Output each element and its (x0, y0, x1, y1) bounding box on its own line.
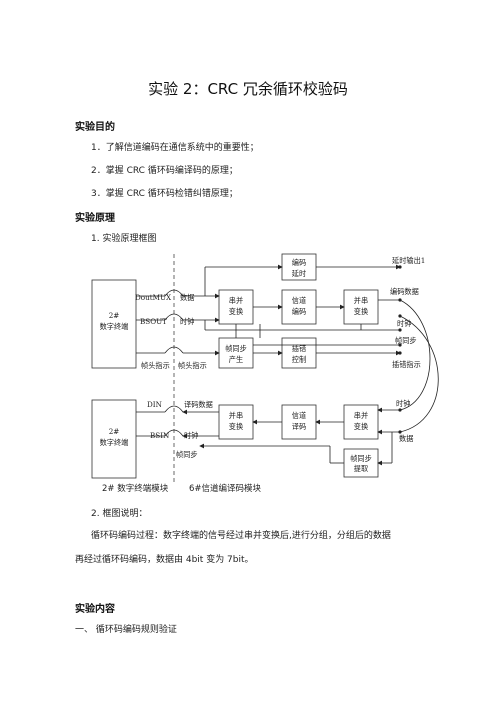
fsync-label-1: 帧同步 (225, 344, 247, 353)
label-dec-data: 译码数据 (184, 400, 213, 409)
ps-label-2: 变换 (354, 307, 368, 316)
err-label-2: 控制 (292, 355, 306, 364)
label-dec-fsync: 帧同步 (176, 450, 198, 459)
label-data: 数据 (180, 293, 194, 302)
terminal-top-line2: 数字终端 (100, 322, 129, 331)
content-heading: 实验内容 (75, 604, 115, 615)
delay-label-1: 编码 (292, 258, 306, 267)
dec-label-2: 译码 (292, 422, 306, 431)
purpose-item-3: 3．掌握 CRC 循环码检错纠错原理； (91, 189, 238, 199)
label-bsout: BSOUT (140, 317, 167, 326)
fsync-label-2: 产生 (229, 355, 243, 364)
out-code: 编码数据 (390, 287, 419, 296)
ps-label-1: 并串 (354, 296, 368, 305)
terminal-bottom-line2: 数字终端 (100, 438, 129, 447)
sp2-label-1: 串并 (354, 411, 368, 420)
sp-label-1: 串并 (229, 296, 243, 305)
label-frame-hdr: 帧头指示 (141, 361, 170, 370)
err-label-1: 插错 (292, 344, 306, 353)
page-title: 实验 2：CRC 冗余循环校验码 (148, 80, 348, 98)
out-err: 插错指示 (392, 360, 421, 369)
label-frame-hdr-2: 帧头指示 (178, 361, 207, 370)
label-din: DIN (147, 400, 162, 409)
fext-label-2: 提取 (354, 464, 368, 473)
caption-right: 6#信道编译码模块 (189, 484, 262, 494)
in-data: 数据 (399, 434, 413, 443)
principle-item-2: 2. 框图说明： (91, 509, 148, 519)
paragraph-line-1: 循环码编码过程：数字终端的信号经过串并变换后,进行分组，分组后的数据 (91, 531, 391, 541)
principle-item-1: 1. 实验原理框图 (91, 234, 157, 244)
ps2-label-2: 变换 (229, 422, 243, 431)
paragraph-line-2: 再经过循环码编码，数据由 4bit 变为 7bit。 (75, 555, 254, 565)
sp2-label-2: 变换 (354, 422, 368, 431)
label-dec-clock: 时钟 (184, 431, 198, 440)
principle-heading: 实验原理 (75, 213, 115, 224)
enc-label-2: 编码 (292, 307, 306, 316)
in-clock: 时钟 (396, 399, 410, 408)
out-delay: 延时输出1 (392, 256, 425, 265)
label-bsin: BSIN (150, 431, 169, 440)
caption-left: 2# 数字终端模块 (102, 484, 169, 494)
sp-label-2: 变换 (229, 307, 243, 316)
ps2-label-1: 并串 (229, 411, 243, 420)
terminal-top-line1: 2# (109, 311, 120, 320)
out-clock: 时钟 (397, 319, 411, 328)
terminal-bottom-line1: 2# (109, 427, 120, 436)
content-sub-1: 一、 循环码编码规则验证 (75, 625, 177, 635)
enc-label-1: 信道 (292, 296, 306, 305)
label-clock: 时钟 (180, 317, 194, 326)
dec-label-1: 信道 (292, 411, 306, 420)
purpose-heading: 实验目的 (75, 122, 115, 133)
purpose-item-2: 2．掌握 CRC 循环码编译码的原理； (91, 166, 238, 176)
delay-label-2: 延时 (292, 269, 306, 278)
out-fsync: 帧同步 (395, 336, 417, 345)
fext-label-1: 帧同步 (350, 454, 372, 463)
terminal-box-bottom (91, 399, 137, 479)
purpose-item-1: 1．了解信道编码在通信系统中的重要性； (91, 143, 259, 153)
label-doutmux: DoutMUX (135, 293, 172, 302)
terminal-box-top (91, 279, 137, 369)
